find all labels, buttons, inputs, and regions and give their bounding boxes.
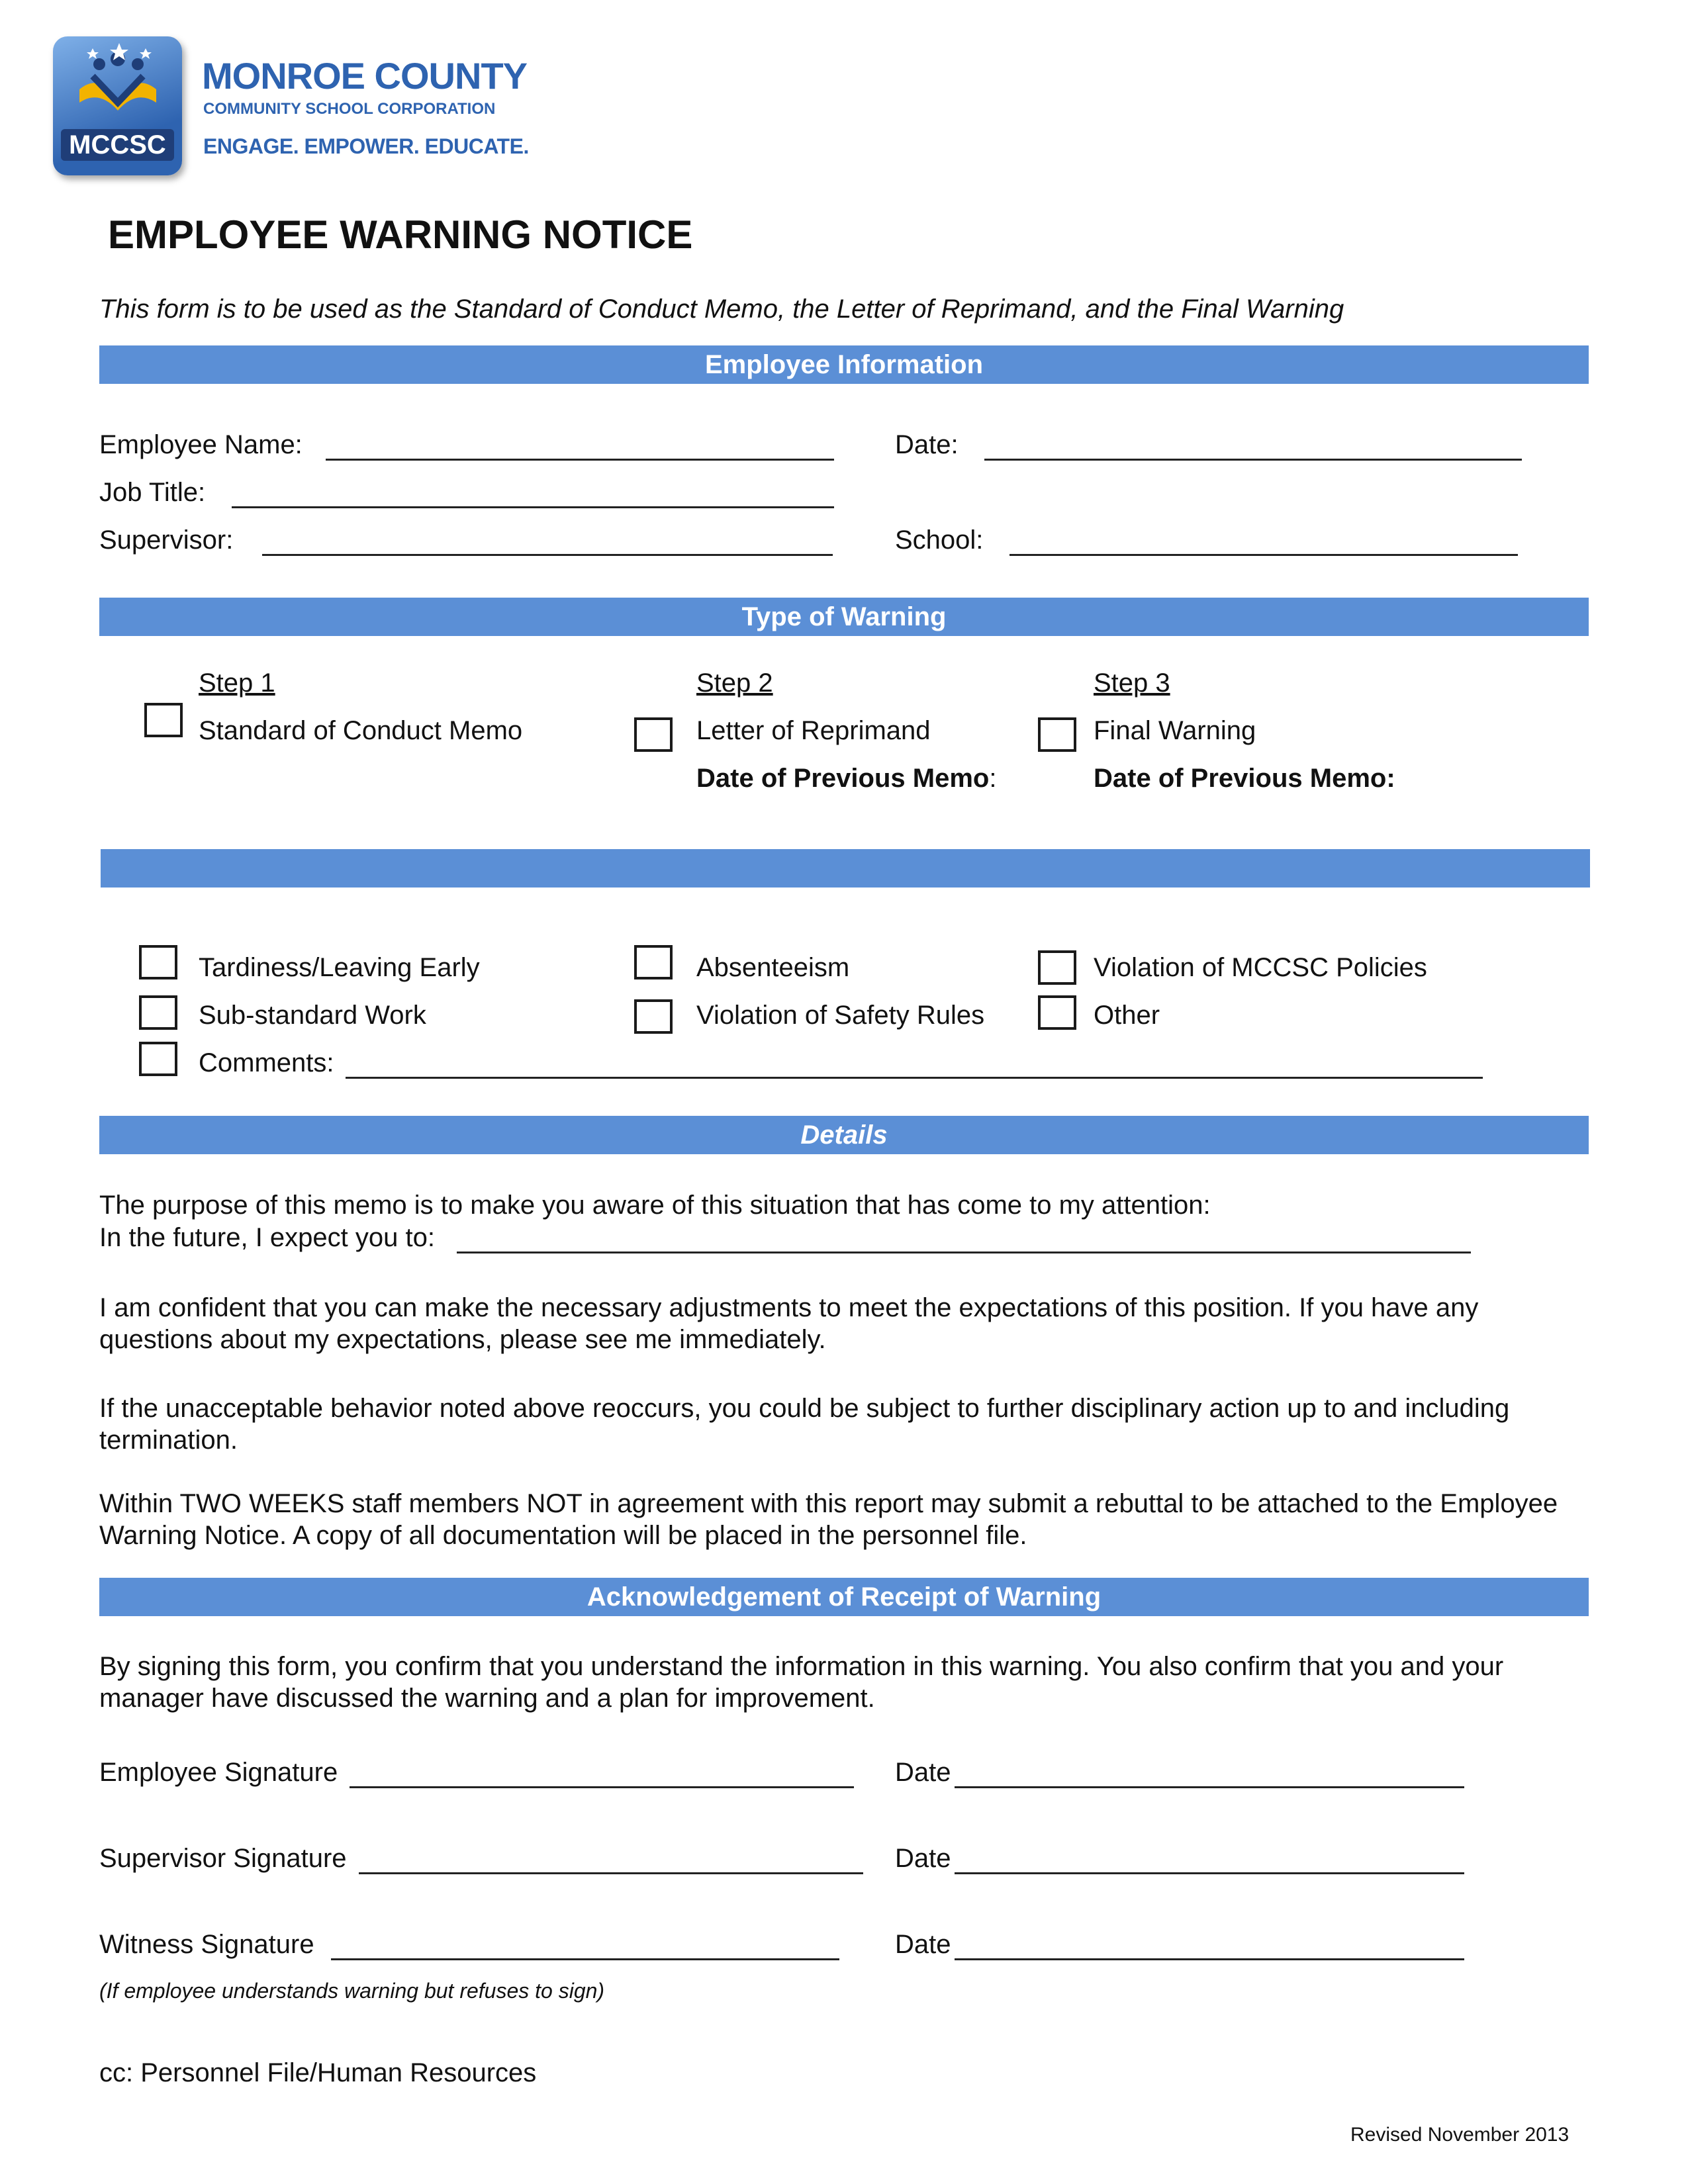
employee-name-label: Employee Name: — [99, 430, 303, 459]
details-expect-field[interactable] — [457, 1251, 1471, 1253]
absenteeism-label: Absenteeism — [696, 953, 850, 982]
step-3-heading: Step 3 — [1094, 668, 1170, 698]
employee-signature-label: Employee Signature — [99, 1758, 338, 1787]
standard-of-conduct-label: Standard of Conduct Memo — [199, 716, 523, 745]
revised-date: Revised November 2013 — [1350, 2124, 1570, 2146]
section-header-acknowledgement: Acknowledgement of Receipt of Warning — [99, 1578, 1589, 1616]
school-field[interactable] — [1009, 554, 1518, 556]
section-header-details: Details — [99, 1116, 1589, 1154]
step-2-heading: Step 2 — [696, 668, 773, 698]
witness-signature-field[interactable] — [331, 1958, 839, 1960]
date-field[interactable] — [984, 459, 1522, 461]
supervisor-signature-label: Supervisor Signature — [99, 1844, 347, 1873]
substandard-work-checkbox[interactable] — [139, 995, 177, 1030]
safety-violation-label: Violation of Safety Rules — [696, 1001, 985, 1030]
employee-signature-date-label: Date — [895, 1758, 951, 1787]
details-expect-label: In the future, I expect you to: — [99, 1223, 435, 1252]
final-warning-label: Final Warning — [1094, 716, 1256, 745]
employee-name-field[interactable] — [326, 459, 834, 461]
comments-checkbox[interactable] — [139, 1042, 177, 1076]
details-purpose: The purpose of this memo is to make you … — [99, 1191, 1211, 1220]
standard-of-conduct-checkbox[interactable] — [144, 703, 183, 737]
policy-violation-checkbox[interactable] — [1038, 950, 1076, 985]
step-3-prev-memo-label: Date of Previous Memo: — [1094, 764, 1395, 793]
school-label: School: — [895, 525, 984, 555]
step-2-prev-memo: Date of Previous Memo: — [696, 762, 996, 794]
substandard-work-label: Sub-standard Work — [199, 1001, 426, 1030]
employee-signature-field[interactable] — [350, 1786, 854, 1788]
details-rebuttal-paragraph: Within TWO WEEKS staff members NOT in ag… — [99, 1489, 1558, 1550]
details-confident-paragraph: I am confident that you can make the nec… — [99, 1293, 1479, 1354]
logo-badge: MCCSC — [53, 36, 182, 175]
supervisor-field[interactable] — [262, 554, 833, 556]
cc-line: cc: Personnel File/Human Resources — [99, 2058, 537, 2087]
witness-signature-date-field[interactable] — [955, 1958, 1464, 1960]
witness-signature-label: Witness Signature — [99, 1930, 314, 1959]
logo-abbr: MCCSC — [61, 129, 174, 161]
supervisor-signature-field[interactable] — [359, 1872, 863, 1874]
logo-name-line2: COMMUNITY SCHOOL CORPORATION — [203, 100, 496, 118]
supervisor-label: Supervisor: — [99, 525, 234, 555]
comments-field[interactable] — [346, 1077, 1483, 1079]
tardiness-checkbox[interactable] — [139, 945, 177, 979]
safety-violation-checkbox[interactable] — [634, 999, 673, 1034]
step-2-prev-memo-colon: : — [989, 764, 997, 793]
witness-signature-date-label: Date — [895, 1930, 951, 1959]
supervisor-signature-date-field[interactable] — [955, 1872, 1464, 1874]
job-title-field[interactable] — [232, 506, 834, 508]
employee-signature-date-field[interactable] — [955, 1786, 1464, 1788]
section-header-type-of-warning: Type of Warning — [99, 598, 1589, 636]
absenteeism-checkbox[interactable] — [634, 945, 673, 979]
section-header-reason — [101, 849, 1590, 887]
logo-name-line1: MONROE COUNTY — [202, 55, 528, 97]
comments-label: Comments: — [199, 1048, 334, 1077]
details-reoccurs-paragraph: If the unacceptable behavior noted above… — [99, 1394, 1510, 1455]
job-title-label: Job Title: — [99, 478, 206, 507]
policy-violation-label: Violation of MCCSC Policies — [1094, 953, 1427, 982]
supervisor-signature-date-label: Date — [895, 1844, 951, 1873]
step-2-prev-memo-label: Date of Previous Memo — [696, 764, 990, 793]
acknowledgement-paragraph: By signing this form, you confirm that y… — [99, 1652, 1504, 1713]
other-label: Other — [1094, 1001, 1160, 1030]
step-1-heading: Step 1 — [199, 668, 275, 698]
letter-of-reprimand-label: Letter of Reprimand — [696, 716, 931, 745]
other-checkbox[interactable] — [1038, 995, 1076, 1030]
page-title: EMPLOYEE WARNING NOTICE — [108, 212, 693, 257]
letter-of-reprimand-checkbox[interactable] — [634, 717, 673, 752]
logo: MCCSC MONROE COUNTY COMMUNITY SCHOOL COR… — [53, 36, 529, 182]
final-warning-checkbox[interactable] — [1038, 717, 1076, 752]
page-subtitle: This form is to be used as the Standard … — [99, 295, 1344, 324]
tardiness-label: Tardiness/Leaving Early — [199, 953, 480, 982]
date-label: Date: — [895, 430, 959, 459]
refuse-to-sign-note: (If employee understands warning but ref… — [99, 1979, 605, 2003]
logo-tagline: ENGAGE. EMPOWER. EDUCATE. — [203, 134, 529, 158]
logo-figures-icon — [79, 43, 156, 111]
section-header-employee-info: Employee Information — [99, 345, 1589, 384]
